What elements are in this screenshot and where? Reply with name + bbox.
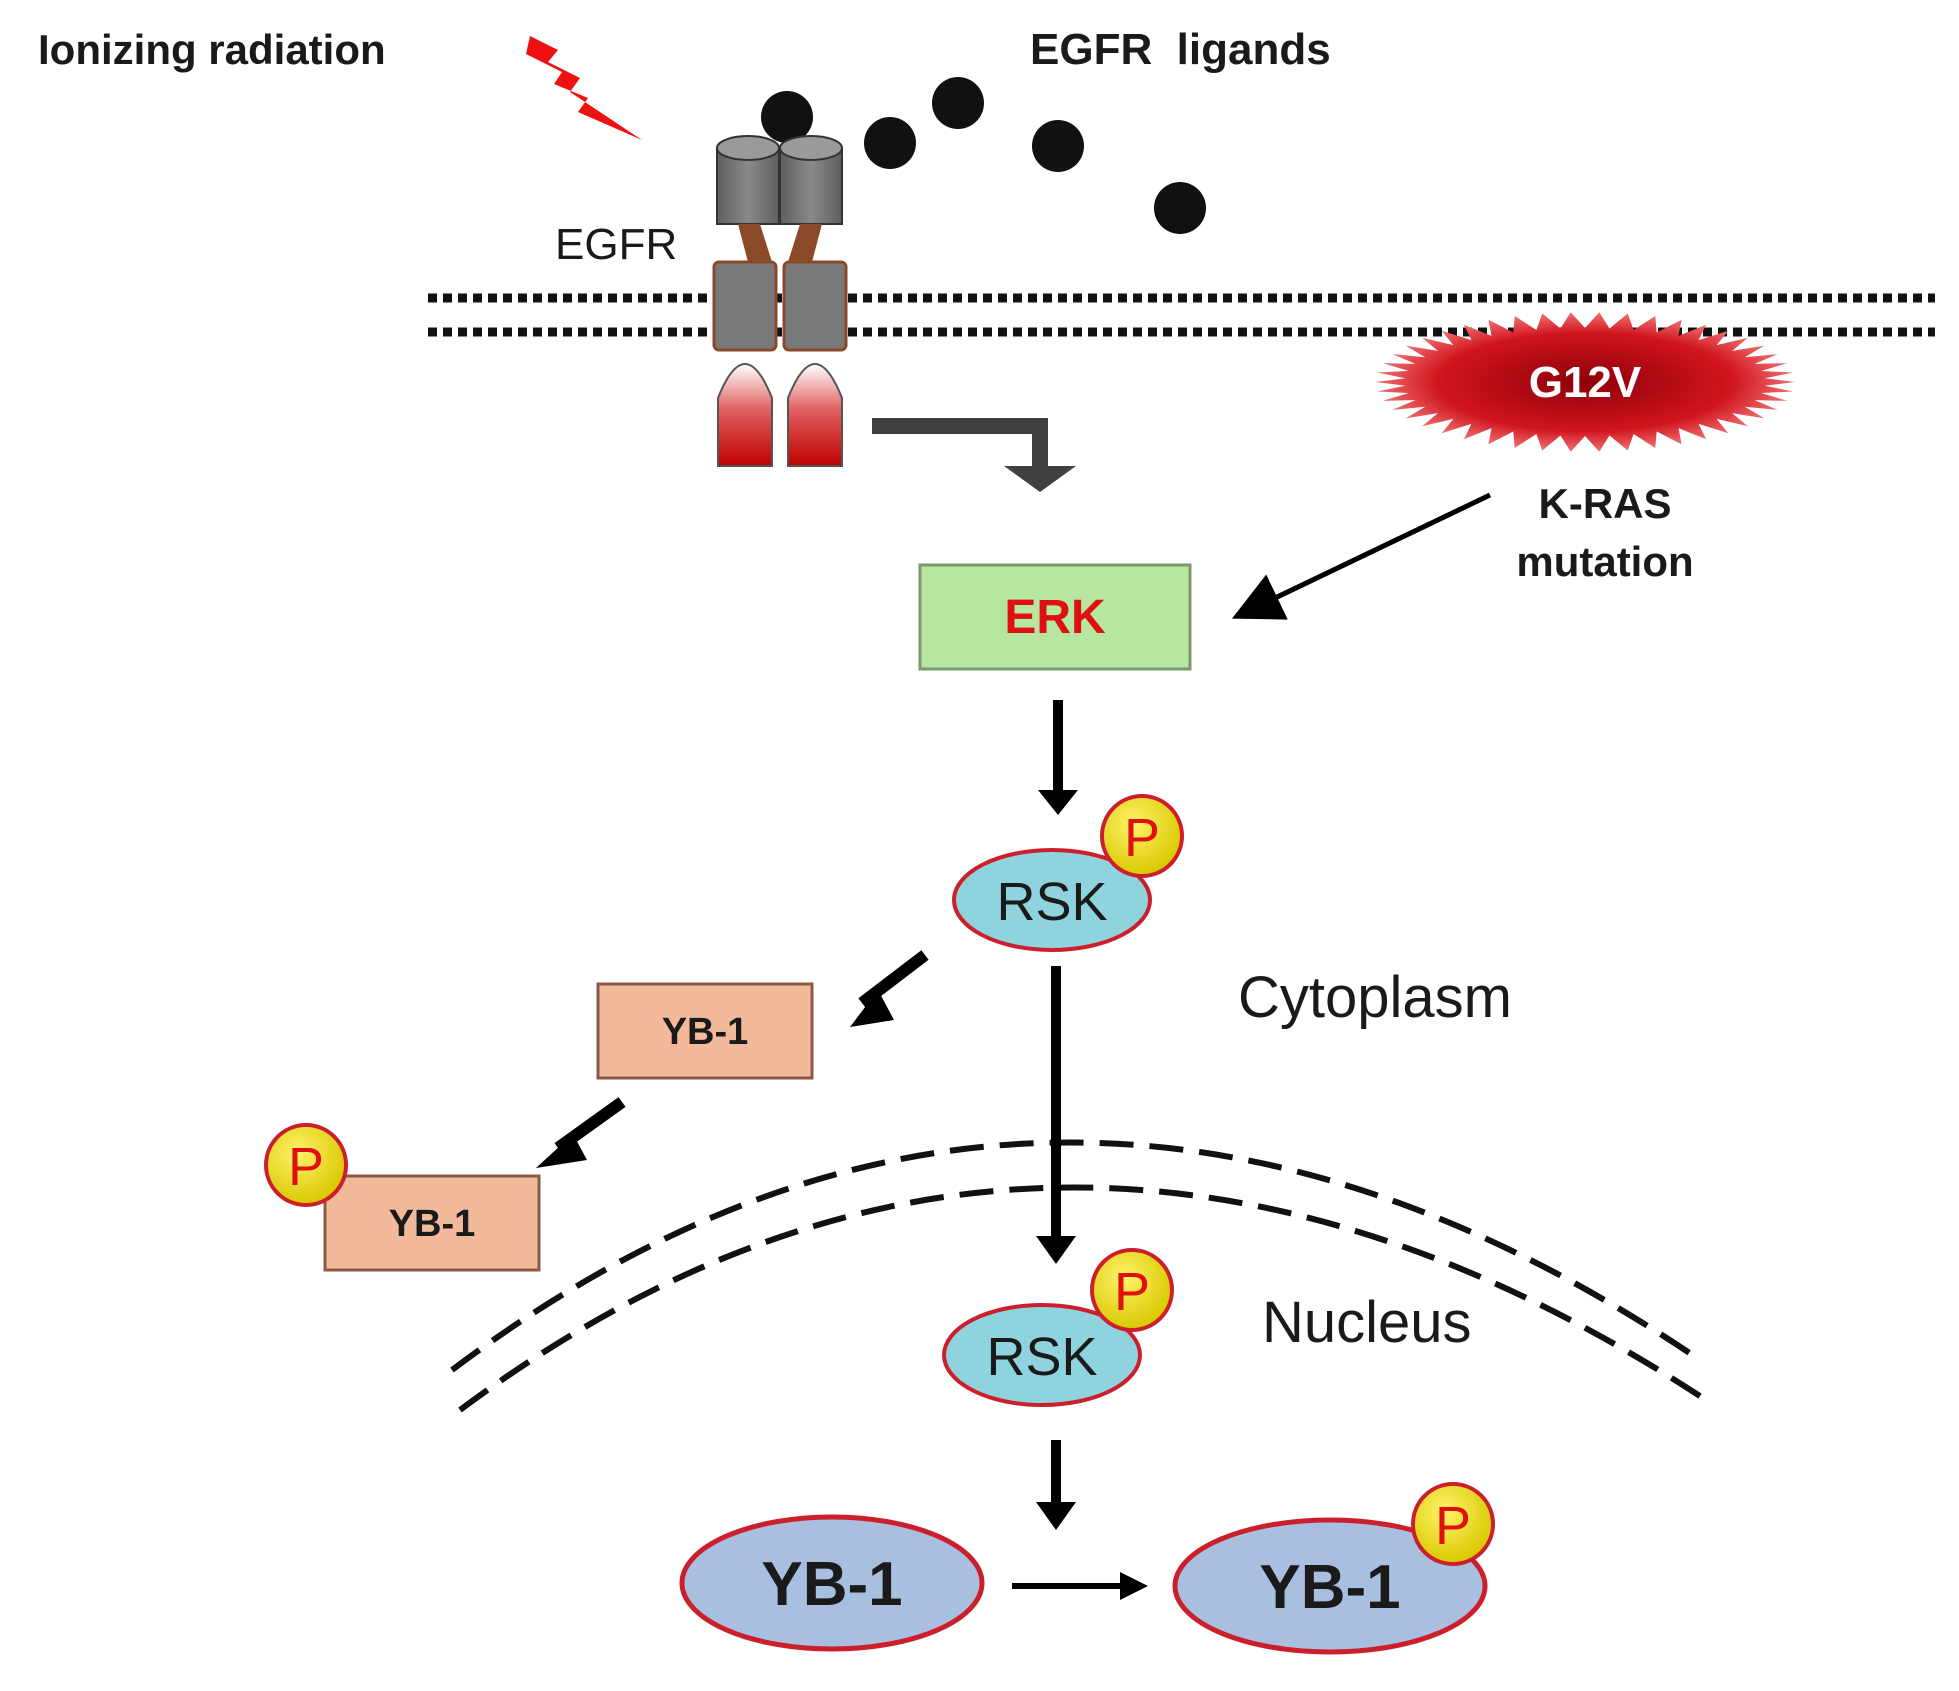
receptor-tm-right bbox=[782, 260, 848, 352]
egfr-ligands-label: EGFR ligands bbox=[1030, 25, 1331, 74]
ligand-dot bbox=[1154, 182, 1206, 234]
phospho-label-rsk-cyto: P bbox=[1124, 808, 1160, 868]
yb1-box bbox=[596, 982, 814, 1080]
kras-label-line2: mutation bbox=[1516, 538, 1693, 585]
g12v-burst: G12V bbox=[1375, 312, 1795, 452]
ligand-dot bbox=[761, 91, 813, 143]
rsk-to-yb1-arrowhead bbox=[1036, 1502, 1076, 1530]
erk-label: ERK bbox=[1004, 591, 1106, 644]
yb1-phosphorylation-arrowhead bbox=[1120, 1572, 1148, 1600]
yb1-box-label: YB-1 bbox=[662, 1011, 749, 1053]
phospho-badge-yb1-nuc bbox=[1411, 1482, 1495, 1566]
ionizing-radiation-label: Ionizing radiation bbox=[38, 26, 386, 73]
kras-to-erk-arrow bbox=[1231, 492, 1492, 620]
phospho-badge-rsk-nuc bbox=[1090, 1248, 1174, 1332]
lightning-icon bbox=[526, 36, 642, 140]
egfr-to-erk-arrow bbox=[872, 418, 1048, 466]
receptor-tail-left bbox=[717, 363, 773, 467]
yb1-nucleus-phospho bbox=[1172, 1517, 1488, 1655]
yb1-box-phospho-label: YB-1 bbox=[389, 1203, 476, 1245]
nucleus-label: Nucleus bbox=[1262, 1290, 1472, 1355]
receptor-cylinder-left-top bbox=[716, 135, 780, 161]
ligand-dot bbox=[932, 77, 984, 129]
receptor-linker-left bbox=[738, 224, 772, 262]
rsk-nucleus-label: RSK bbox=[986, 1327, 1097, 1387]
nuclear-envelope-outer bbox=[450, 1139, 1702, 1373]
g12v-label: G12V bbox=[1529, 358, 1642, 407]
phospho-label-yb1-nuc: P bbox=[1435, 1496, 1471, 1556]
yb1-nucleus-label: YB-1 bbox=[761, 1550, 902, 1619]
egfr-receptor-dimer bbox=[712, 135, 848, 467]
kras-label-line1: K-RAS bbox=[1539, 480, 1672, 527]
rsk-nucleus bbox=[942, 1303, 1142, 1407]
yb1-box-phospho bbox=[323, 1174, 541, 1272]
phospho-badge-rsk-cyto bbox=[1100, 794, 1184, 878]
ligand-dot bbox=[1032, 120, 1084, 172]
rsk-translocation-arrowhead bbox=[1036, 1236, 1076, 1264]
yb1-nucleus-phospho-label: YB-1 bbox=[1259, 1553, 1400, 1622]
rsk-to-yb1-box-arrow bbox=[858, 950, 929, 1008]
egfr-label: EGFR bbox=[555, 220, 677, 269]
yb1-to-pyb1-arrowhead bbox=[536, 1134, 587, 1168]
receptor-tail-right bbox=[787, 363, 843, 467]
ligand-dot bbox=[864, 117, 916, 169]
egfr-to-erk-arrowhead bbox=[1004, 466, 1076, 492]
egfr-ligands bbox=[761, 77, 1206, 234]
phospho-label-yb1-box: P bbox=[288, 1137, 324, 1197]
receptor-linker-right bbox=[788, 224, 822, 262]
yb1-nucleus bbox=[679, 1514, 985, 1652]
g12v-starburst-shape bbox=[1375, 312, 1795, 452]
receptor-tm-left bbox=[712, 260, 778, 352]
phospho-label-rsk-nuc: P bbox=[1114, 1262, 1150, 1322]
rsk-cytoplasm bbox=[952, 848, 1152, 952]
cytoplasm-label: Cytoplasm bbox=[1238, 965, 1512, 1030]
nuclear-envelope-inner bbox=[458, 1184, 1708, 1413]
erk-to-rsk-arrowhead bbox=[1038, 790, 1078, 815]
phospho-badge-yb1-box bbox=[264, 1123, 348, 1207]
receptor-cylinder-right-top bbox=[779, 135, 843, 161]
rsk-cytoplasm-label: RSK bbox=[996, 872, 1107, 932]
rsk-to-yb1-box-arrowhead bbox=[850, 990, 894, 1027]
erk-box bbox=[918, 563, 1192, 671]
